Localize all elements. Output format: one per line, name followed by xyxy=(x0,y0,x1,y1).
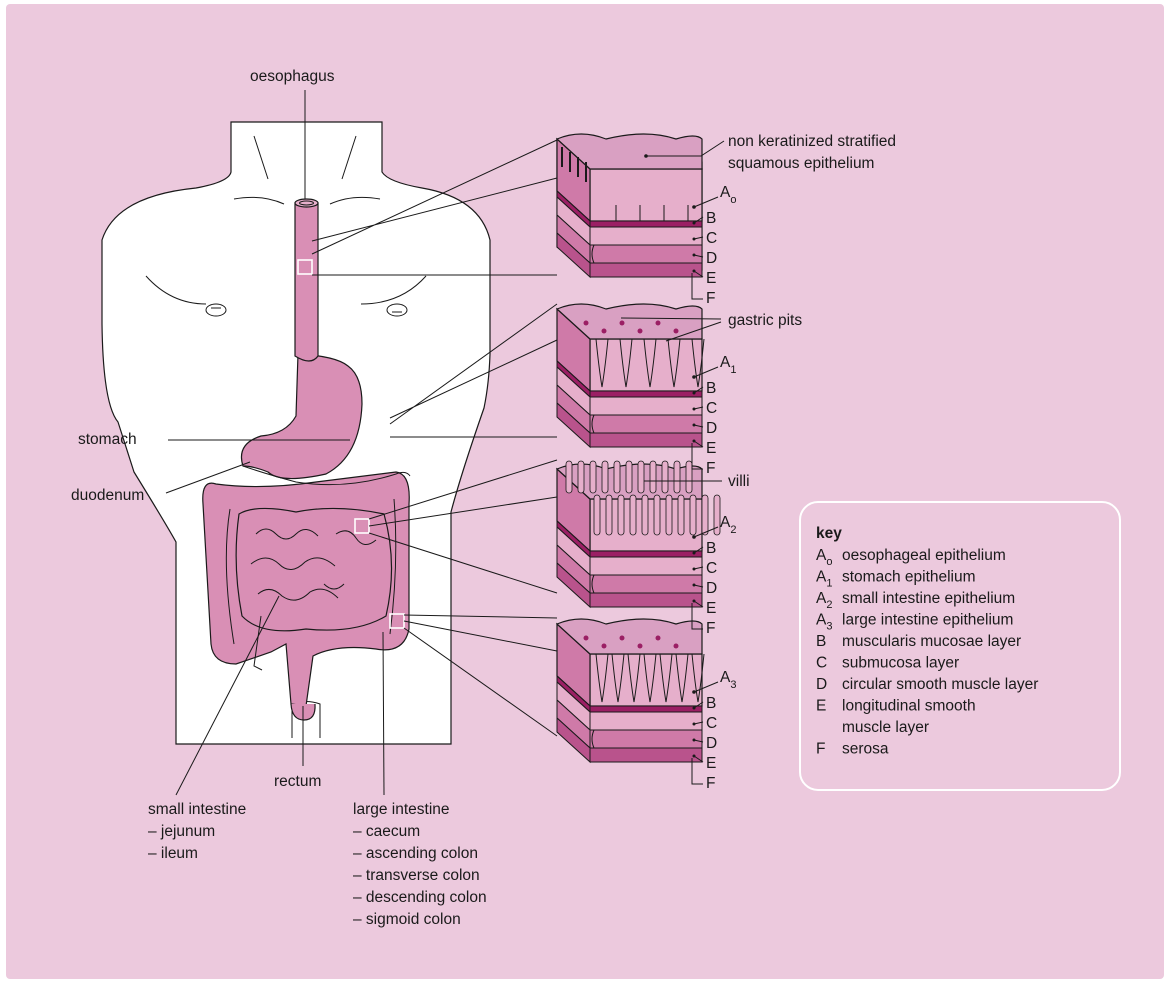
svg-text:small intestine: small intestine xyxy=(148,801,246,818)
svg-text:muscularis mucosae layer: muscularis mucosae layer xyxy=(842,633,1021,650)
label-layer-D: D xyxy=(706,735,717,752)
label-layer-D: D xyxy=(706,420,717,437)
label-layer-F: F xyxy=(706,620,715,637)
svg-text:serosa: serosa xyxy=(842,741,889,758)
svg-text:– descending colon: – descending colon xyxy=(353,889,487,906)
label-layer-D: D xyxy=(706,580,717,597)
svg-text:muscle layer: muscle layer xyxy=(842,719,929,736)
svg-text:longitudinal smooth: longitudinal smooth xyxy=(842,698,976,715)
key-row: muscle layer xyxy=(842,719,929,736)
svg-text:B: B xyxy=(816,633,826,650)
oesophagus-opening xyxy=(295,199,318,207)
label-small-intestine: small intestine – jejunum – ileum xyxy=(148,801,246,862)
label-layer-B: B xyxy=(706,210,716,227)
label-duodenum: duodenum xyxy=(71,487,144,504)
svg-text:E: E xyxy=(816,698,826,715)
label-A3: A3 xyxy=(720,669,736,691)
digestive-tract-diagram: oesophagus stomach duodenum rectum small… xyxy=(6,4,1164,979)
svg-text:large intestine epithelium: large intestine epithelium xyxy=(842,612,1013,629)
svg-text:stomach epithelium: stomach epithelium xyxy=(842,569,976,586)
diagram-panel: oesophagus stomach duodenum rectum small… xyxy=(6,4,1164,979)
label-villi: villi xyxy=(728,473,750,490)
label-layer-E: E xyxy=(706,600,716,617)
label-gastric-pits: gastric pits xyxy=(728,312,802,329)
svg-text:submucosa layer: submucosa layer xyxy=(842,655,959,672)
svg-text:– ascending colon: – ascending colon xyxy=(353,845,478,862)
label-A1: A1 xyxy=(720,354,736,376)
svg-text:– ileum: – ileum xyxy=(148,845,198,862)
oesophagus xyxy=(295,203,318,361)
svg-text:oesophageal epithelium: oesophageal epithelium xyxy=(842,547,1006,564)
label-oesophagus: oesophagus xyxy=(250,68,335,85)
svg-text:C: C xyxy=(816,655,827,672)
label-layer-F: F xyxy=(706,775,715,792)
label-rectum: rectum xyxy=(274,773,321,790)
svg-text:small intestine epithelium: small intestine epithelium xyxy=(842,590,1015,607)
label-layer-C: C xyxy=(706,560,717,577)
label-layer-B: B xyxy=(706,695,716,712)
svg-text:large intestine: large intestine xyxy=(353,801,450,818)
label-layer-E: E xyxy=(706,755,716,772)
tissue-block-oesophagus xyxy=(557,134,702,277)
svg-text:– caecum: – caecum xyxy=(353,823,420,840)
svg-text:F: F xyxy=(816,741,825,758)
label-epithelium-note: non keratinized stratified xyxy=(728,133,896,150)
label-layer-E: E xyxy=(706,270,716,287)
label-layer-B: B xyxy=(706,380,716,397)
svg-text:circular smooth muscle layer: circular smooth muscle layer xyxy=(842,676,1038,693)
label-layer-F: F xyxy=(706,460,715,477)
svg-text:D: D xyxy=(816,676,827,693)
label-Ao: Ao xyxy=(720,184,736,206)
key-title: key xyxy=(816,525,842,542)
label-layer-C: C xyxy=(706,230,717,247)
label-layer-E: E xyxy=(706,440,716,457)
label-large-intestine: large intestine – caecum – ascending col… xyxy=(353,801,487,928)
label-layer-D: D xyxy=(706,250,717,267)
tissue-block-stomach xyxy=(557,304,704,447)
label-layer-F: F xyxy=(706,290,715,307)
tissue-blocks xyxy=(557,134,720,762)
label-layer-C: C xyxy=(706,400,717,417)
svg-text:– sigmoid colon: – sigmoid colon xyxy=(353,911,461,928)
svg-text:– transverse colon: – transverse colon xyxy=(353,867,480,884)
svg-text:– jejunum: – jejunum xyxy=(148,823,215,840)
label-A2: A2 xyxy=(720,514,736,536)
tissue-block-large-intestine xyxy=(557,619,704,762)
label-stomach: stomach xyxy=(78,431,137,448)
svg-text:squamous epithelium: squamous epithelium xyxy=(728,155,874,172)
label-layer-B: B xyxy=(706,540,716,557)
label-layer-C: C xyxy=(706,715,717,732)
